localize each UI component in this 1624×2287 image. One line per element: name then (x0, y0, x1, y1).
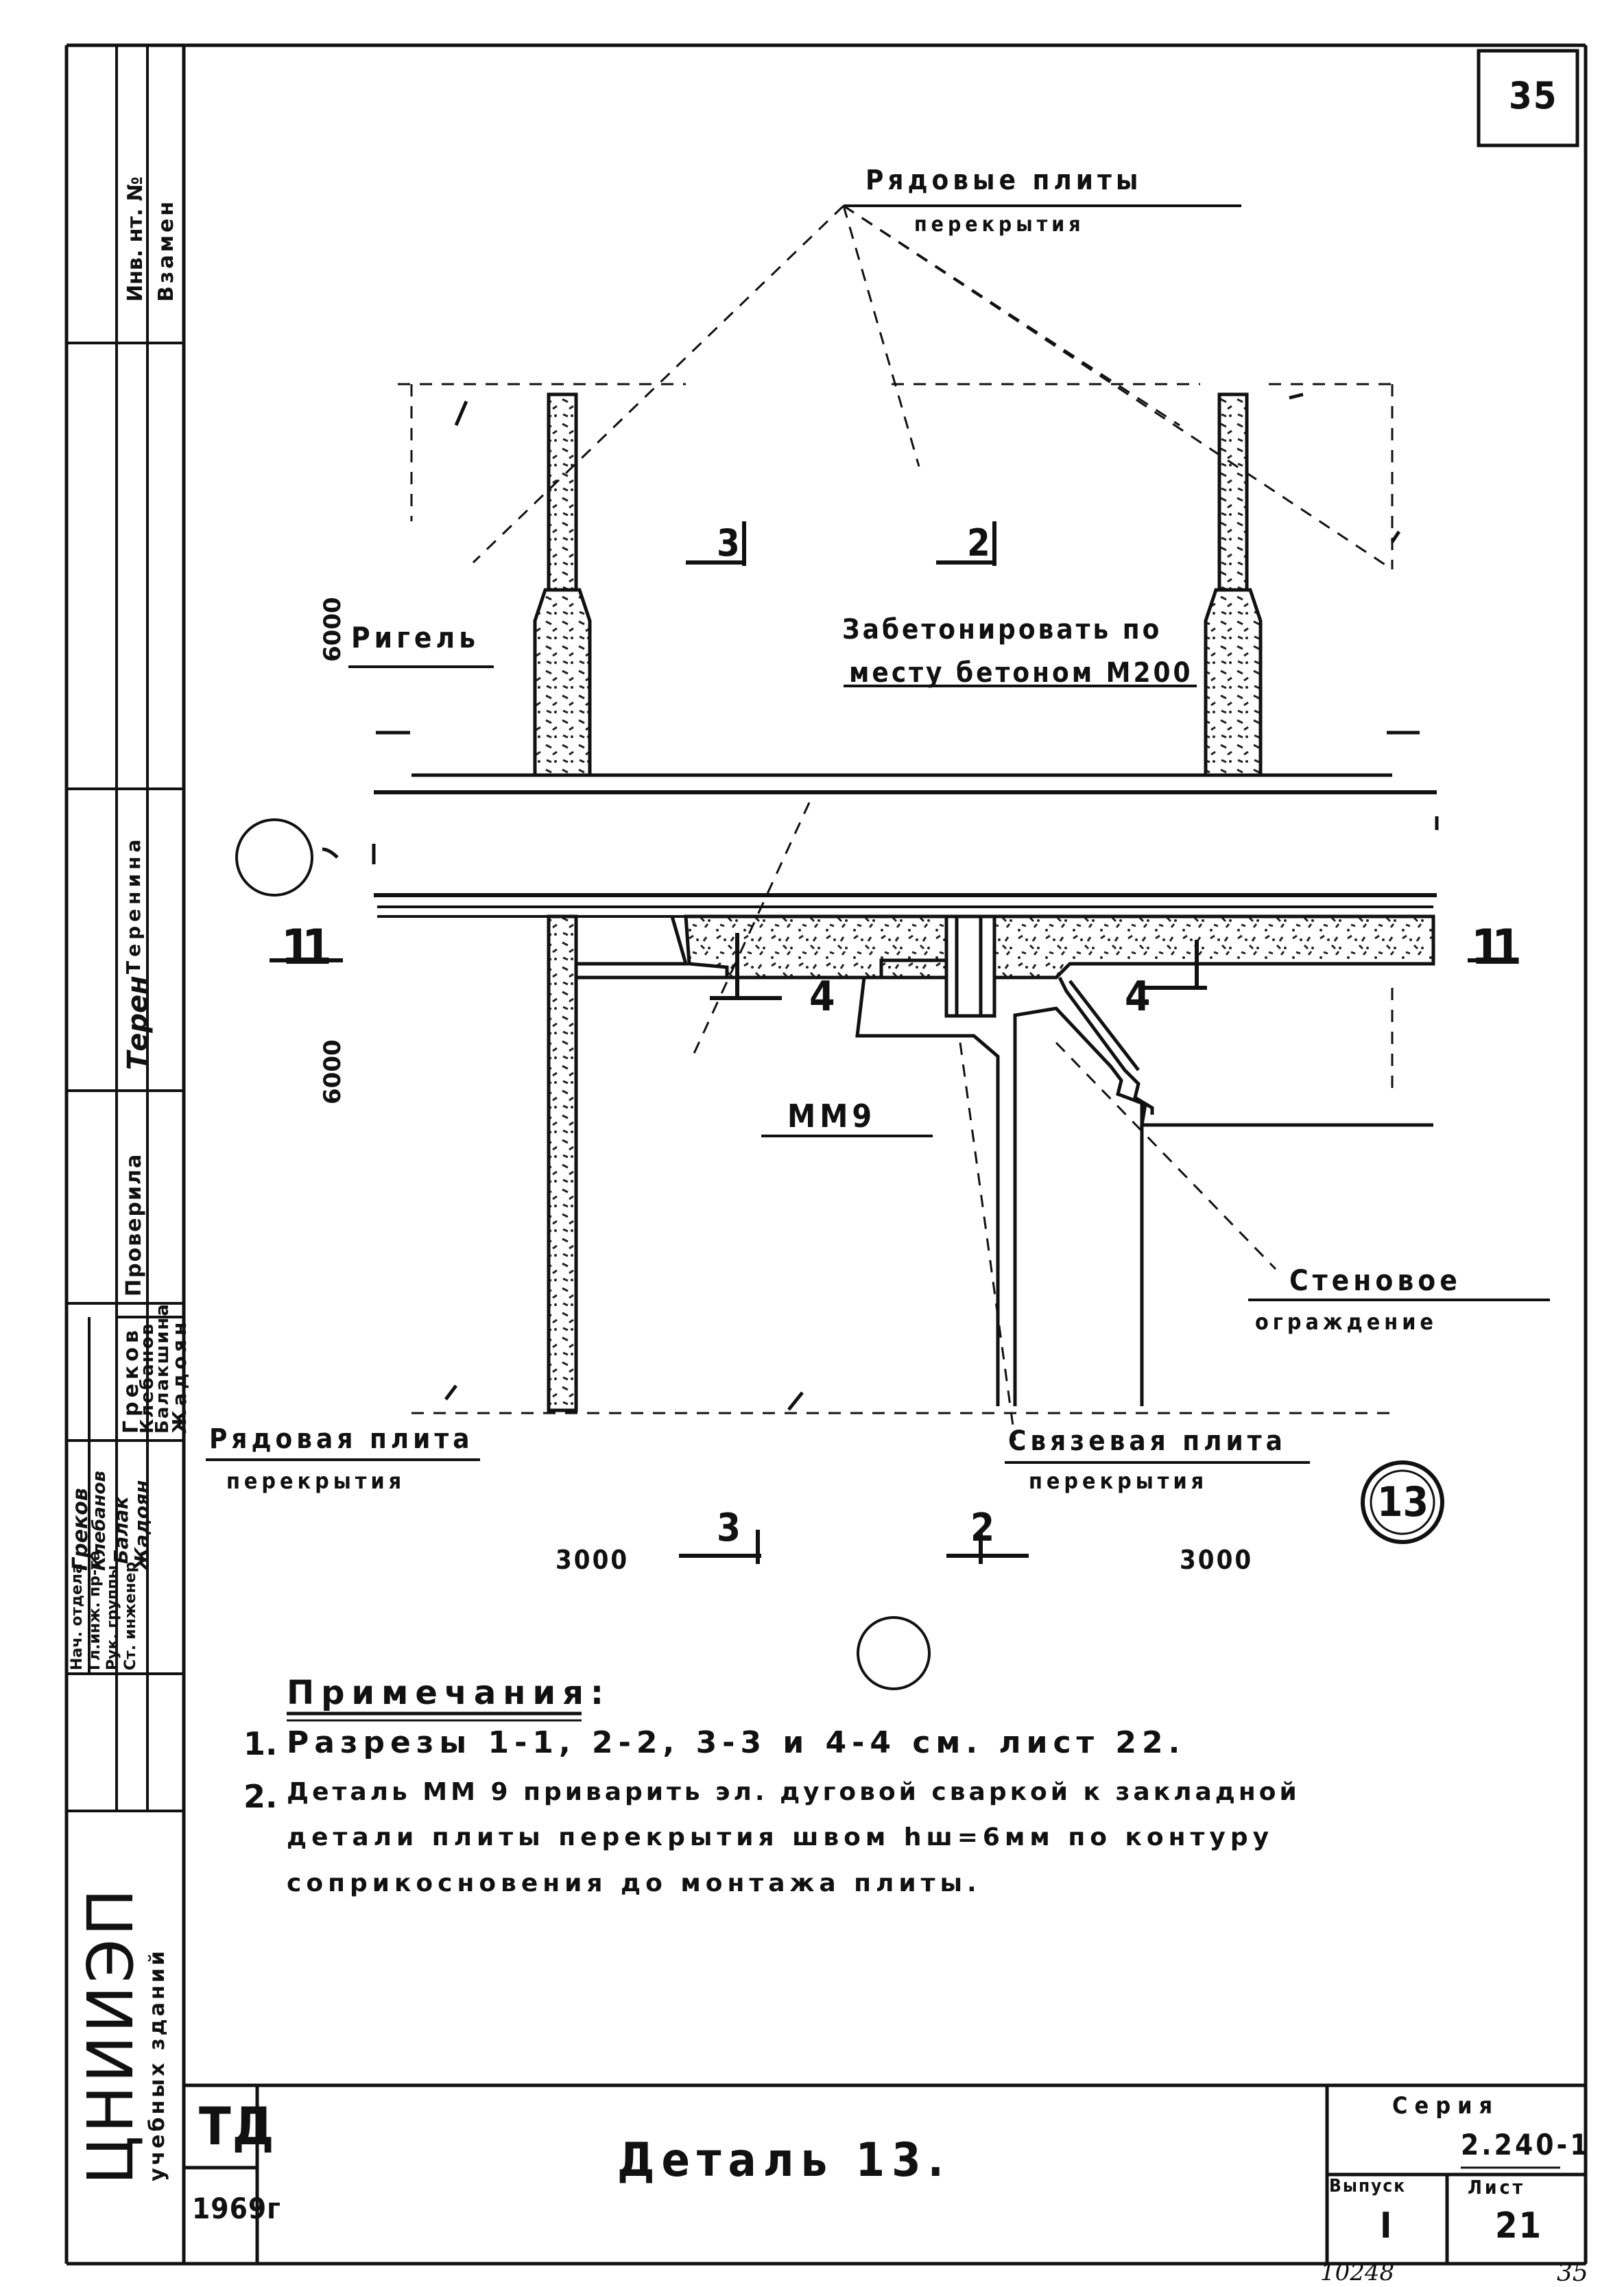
notes-heading: Примечания: (287, 1674, 611, 1712)
note-2-line-3: соприкосновения до монтажа плиты. (287, 1869, 981, 1897)
sheet-frame (64, 43, 1588, 2266)
dimension-marks (372, 392, 1439, 1411)
series-label: Серия (1392, 2092, 1500, 2120)
section-markers (270, 521, 1509, 1564)
beam-rigel (374, 773, 1437, 918)
sheet-label: Лист (1468, 2176, 1526, 2199)
stamp-signature-5: Терен (122, 975, 154, 1070)
section-3-bottom: 3 (717, 1506, 745, 1550)
dim-3000-left: 3000 (556, 1545, 630, 1575)
label-row-slabs-top-2: перекрытия (914, 213, 1085, 237)
section-1-left: 1 (281, 919, 311, 975)
stamp-checked-label: Проверила (122, 1152, 146, 1296)
label-row-slab-bottom-1: Рядовая плита (209, 1423, 474, 1455)
stamp-role-3: Рук. группы (104, 1565, 121, 1670)
stamp-name-4: Жадоян (168, 1318, 191, 1434)
label-wall-1: Стеновое (1289, 1264, 1461, 1297)
label-row-slab-bottom-2: перекрытия (226, 1468, 406, 1494)
note-2-line-2: детали плиты перекрытия швом hш=6мм по к… (287, 1823, 1274, 1851)
drawing-title: Деталь 13. (617, 2133, 951, 2188)
sheet-value: 21 (1495, 2205, 1543, 2247)
top-joint-left (533, 392, 592, 777)
dim-3000-right: 3000 (1180, 1545, 1254, 1575)
label-rigel: Ригель (351, 621, 480, 654)
stamp-org: ЦНИИЭП (74, 1886, 147, 2185)
leader-lines (398, 204, 1394, 1441)
section-1-left-b: 1 (302, 919, 332, 975)
stamp-signature-3: Балак (110, 1496, 132, 1564)
footer-right-number: 35 (1557, 2259, 1588, 2287)
label-row-slabs-top-1: Рядовые плиты (865, 165, 1143, 196)
page-number: 35 (1509, 74, 1558, 117)
top-joint-right (1204, 392, 1263, 777)
bottom-joint-left (547, 914, 578, 1412)
label-concrete-1: Забетонировать по (842, 614, 1162, 645)
issue-value: I (1380, 2205, 1392, 2247)
label-concrete-2: месту бетоном М200 (849, 657, 1193, 689)
stamp-replaces: Взамен (154, 198, 178, 302)
side-stamp-grid (67, 45, 184, 1812)
section-2-top: 2 (967, 521, 994, 565)
detail-number: 13 (1377, 1478, 1429, 1526)
series-value: 2.240-1 (1461, 2128, 1591, 2161)
title-td: ТД (199, 2096, 276, 2157)
note-2-line-1: Деталь ММ 9 приварить эл. дуговой сварко… (287, 1778, 1300, 1806)
note-1-number: 1. (243, 1725, 278, 1762)
dim-6000-top: 6000 (319, 597, 346, 662)
section-1-right: 1 (1471, 919, 1501, 975)
label-underlines (206, 204, 1550, 1464)
title-year: 1969г (192, 2192, 281, 2225)
label-tie-slab-2: перекрытия (1029, 1468, 1208, 1494)
label-wall-2: ограждение (1255, 1309, 1437, 1335)
footer-left-number: 10248 (1320, 2259, 1395, 2286)
note-1: Разрезы 1-1, 2-2, 3-3 и 4-4 см. лист 22. (287, 1725, 1186, 1760)
title-block-grid (184, 2083, 1586, 2264)
section-3-top: 3 (717, 521, 744, 565)
stamp-signature-4: Жадоян (130, 1480, 153, 1571)
issue-label: Выпуск (1329, 2176, 1407, 2196)
slab-outline (576, 916, 1433, 1406)
section-2-bottom: 2 (970, 1506, 999, 1550)
circles (235, 818, 1444, 1690)
stamp-inv-no: Инв. нт. № (123, 176, 147, 302)
label-tie-slab-1: Связевая плита (1008, 1425, 1287, 1457)
section-1-right-b: 1 (1492, 919, 1522, 975)
section-4-left: 4 (809, 973, 839, 1021)
section-4-right: 4 (1125, 973, 1155, 1021)
label-mm9: ММ9 (787, 1098, 876, 1135)
stamp-role-4: Ст. инженер (122, 1561, 139, 1670)
stamp-checked-name: Теренина (122, 835, 145, 974)
stamp-org-sub: учебных зданий (145, 1948, 169, 2181)
note-2-number: 2. (243, 1778, 278, 1815)
dim-6000-bottom: 6000 (319, 1039, 346, 1104)
stamp-role-1: Нач. отдела (69, 1563, 86, 1670)
stamp-signature-2: Клебанов (89, 1471, 110, 1571)
concrete-infill (684, 914, 1435, 1018)
